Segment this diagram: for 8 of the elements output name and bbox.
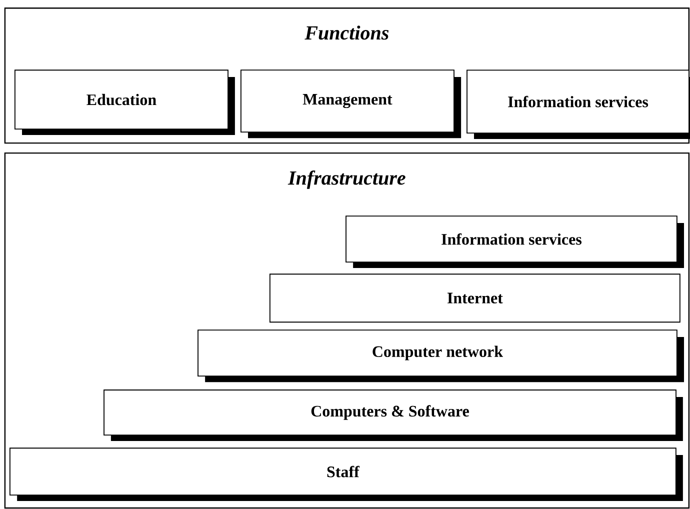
- layer-box: Management: [240, 70, 462, 138]
- layer-box: Education: [14, 70, 235, 136]
- layer-box: Computer network: [198, 330, 684, 382]
- layer-box: Computers & Software: [104, 390, 683, 442]
- layer-box: Information services: [346, 216, 684, 268]
- layer-box: Information services: [466, 70, 690, 140]
- layer-box: Internet: [269, 274, 680, 323]
- layer-box: Staff: [9, 448, 683, 502]
